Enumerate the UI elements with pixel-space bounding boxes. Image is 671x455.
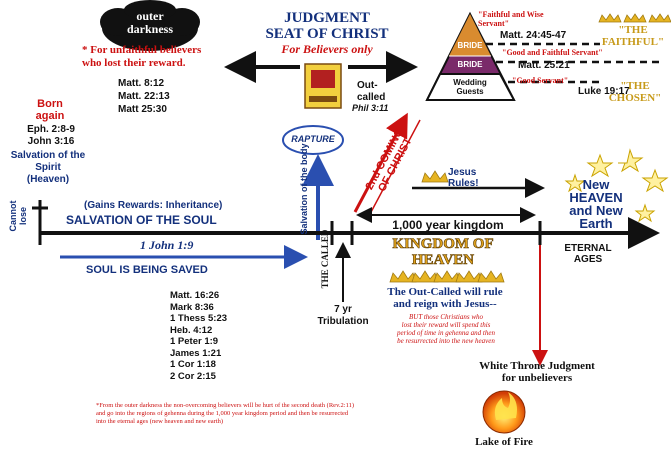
ref-item: Matt. 22:13	[118, 91, 170, 102]
ref-item: 2 Cor 2:15	[170, 370, 216, 382]
lake-of-fire-icon	[482, 390, 526, 434]
star-icons	[564, 148, 669, 223]
ref-item: James 1:21	[170, 347, 222, 359]
the-chosen-label: "THE CHOSEN"	[608, 80, 662, 104]
good-servant-label: "Good Servant"	[512, 76, 569, 85]
born-again-label: Born again	[35, 98, 65, 122]
salvation-spirit-label: Salvation of the Spirit (Heaven)	[10, 150, 86, 185]
ref-item: Heb. 4:12	[170, 324, 213, 336]
the-faithful-label: "THE FAITHFUL"	[601, 24, 665, 48]
matt-24-ref: Matt. 24:45-47	[500, 30, 567, 41]
outer-darkness-label: outer darkness	[126, 9, 173, 36]
crown-icon-jesus	[421, 170, 449, 183]
faithful-wise-label: "Faithful and Wise Servant"	[478, 10, 544, 28]
ref-item: Mark 8:36	[170, 301, 214, 313]
eph-ref: Eph. 2:8-9 John 3:16	[27, 124, 75, 147]
jesus-rules-label: Jesus Rules!	[448, 167, 479, 189]
ref-item: 1 Cor 1:18	[170, 359, 216, 370]
unfaithful-note: * For unfaithful believers who lost thei…	[82, 44, 202, 69]
second-coming-arrow	[353, 112, 408, 213]
matt-refs-bottom: Matt. 16:26 Mark 8:36 1 Thess 5:23 Heb. …	[170, 290, 227, 382]
pyramid-bride-1: BRIDE	[457, 41, 483, 50]
ref-item: 1 Thess 5:23	[170, 313, 228, 324]
footnote: *From the outer darkness the non-overcom…	[96, 402, 355, 425]
new-heaven-label: New HEAVEN and New Earth	[569, 177, 623, 231]
salvation-soul-label: SALVATION OF THE SOUL	[66, 213, 217, 227]
matt-25-21-ref: Matt. 25:21	[518, 60, 570, 71]
pyramid	[425, 11, 516, 101]
rapture-label: RAPTURE	[291, 134, 335, 144]
the-called-label: THE CALLED	[320, 229, 330, 289]
white-throne-label: White Throne Judgment for unbelievers	[479, 360, 595, 384]
phil-ref: Phil 3:11	[352, 103, 389, 113]
crown-icons-kingdom	[389, 270, 505, 283]
ref-item: Matt 25:30	[118, 104, 167, 115]
judgment-title: JUDGMENT SEAT OF CHRIST	[265, 10, 389, 42]
outcalled-rule-label: The Out-Called will rule and reign with …	[387, 286, 503, 310]
kingdom-title: KINGDOM OF HEAVEN	[392, 236, 494, 269]
one-john-ref: 1 John 1:9	[140, 238, 194, 252]
judgment-subtitle: For Believers only	[281, 42, 373, 56]
luke-ref: Luke 19:17	[578, 86, 630, 97]
but-those-note: BUT those Christians who lost their rewa…	[397, 313, 495, 345]
ref-item: Matt. 8:12	[118, 78, 165, 89]
out-called-label: Out- called	[357, 80, 386, 103]
good-faithful-label: "Good and Faithful Servant"	[502, 48, 603, 57]
pyramid-bride-2: BRIDE	[457, 60, 483, 69]
pyramid-guests: Wedding Guests	[453, 78, 487, 96]
gains-rewards-label: (Gains Rewards: Inheritance)	[84, 200, 223, 211]
salvation-body-label: Salvation of the body	[299, 143, 309, 235]
thousand-year-label: 1,000 year kingdom	[392, 218, 504, 232]
ref-item: Matt. 16:26	[170, 290, 220, 301]
throne-icon	[304, 63, 342, 109]
outer-darkness-cloud	[100, 0, 200, 51]
soul-saved-label: SOUL IS BEING SAVED	[86, 264, 208, 276]
matt-refs-top: Matt. 8:12 Matt. 22:13 Matt 25:30	[118, 77, 170, 116]
tribulation-label: 7 yr Tribulation	[317, 304, 369, 327]
cannot-lose-label: Cannot lose	[8, 200, 28, 232]
crown-icons-top	[598, 13, 671, 23]
lake-of-fire-label: Lake of Fire	[475, 436, 533, 448]
ref-item: 1 Peter 1:9	[170, 336, 219, 347]
eternal-ages-label: ETERNAL AGES	[564, 243, 612, 265]
